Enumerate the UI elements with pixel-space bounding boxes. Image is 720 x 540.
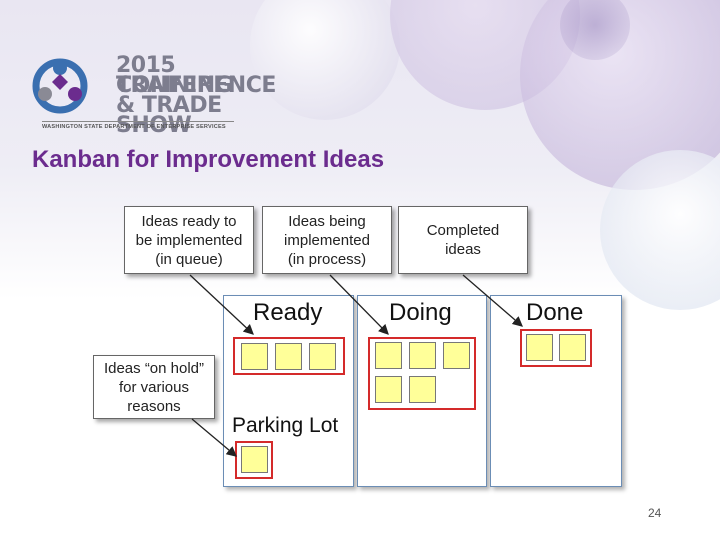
- note-doing-line: (in process): [287, 250, 367, 268]
- note-ready-line: (in queue): [155, 250, 223, 268]
- note-ready-line: Ideas ready to: [141, 212, 237, 230]
- column-ready-label: Ready: [253, 299, 323, 326]
- arrow-doing: [329, 274, 389, 335]
- parking-group: [235, 441, 273, 479]
- conference-logo-icon: [32, 58, 88, 114]
- column-done: [490, 295, 622, 487]
- arrow-hold: [191, 418, 237, 457]
- logo-line-2: CONFERENCE: [116, 73, 276, 98]
- sticky-note[interactable]: [409, 376, 436, 403]
- note-done: Completed ideas: [398, 206, 528, 274]
- sticky-note[interactable]: [241, 446, 268, 473]
- note-done-line: Completed: [426, 222, 500, 239]
- note-done-line: ideas: [445, 241, 481, 258]
- doing-group: [368, 337, 476, 410]
- logo-line-1: 2015 TRAINING: [116, 53, 233, 98]
- sticky-note[interactable]: [375, 376, 402, 403]
- note-hold: Ideas “on hold” for various reasons: [93, 355, 215, 419]
- sticky-note[interactable]: [526, 334, 553, 361]
- sticky-note[interactable]: [409, 342, 436, 369]
- note-hold-line: reasons: [127, 397, 181, 415]
- note-ready: Ideas ready to be implemented (in queue): [124, 206, 254, 274]
- conference-logo: 2015 TRAINING CONFERENCE & TRADE SHOW: [30, 52, 276, 137]
- ready-group: [233, 337, 345, 375]
- sticky-note[interactable]: [309, 343, 336, 370]
- header-background: [0, 0, 720, 310]
- column-done-label: Done: [526, 299, 584, 326]
- note-doing: Ideas being implemented (in process): [262, 206, 392, 274]
- sticky-note[interactable]: [443, 342, 470, 369]
- arrow-ready: [189, 274, 254, 335]
- logo-line-3: & TRADE SHOW: [116, 93, 222, 138]
- logo-subtitle: WASHINGTON STATE DEPARTMENT OF ENTERPRIS…: [42, 121, 234, 130]
- note-doing-line: Ideas being: [288, 212, 366, 230]
- slide-title: Kanban for Improvement Ideas: [32, 146, 385, 173]
- note-hold-line: Ideas “on hold”: [103, 359, 205, 377]
- sticky-note[interactable]: [559, 334, 586, 361]
- column-doing-label: Doing: [389, 299, 452, 326]
- arrow-done: [462, 274, 523, 327]
- page-number: 24: [648, 506, 662, 520]
- sticky-note[interactable]: [275, 343, 302, 370]
- done-group: [520, 329, 592, 367]
- sticky-note[interactable]: [375, 342, 402, 369]
- sticky-note[interactable]: [241, 343, 268, 370]
- note-hold-line: for various: [118, 378, 189, 396]
- parking-lot-label: Parking Lot: [232, 414, 339, 437]
- note-ready-line: be implemented: [135, 231, 243, 249]
- note-doing-line: implemented: [284, 231, 370, 249]
